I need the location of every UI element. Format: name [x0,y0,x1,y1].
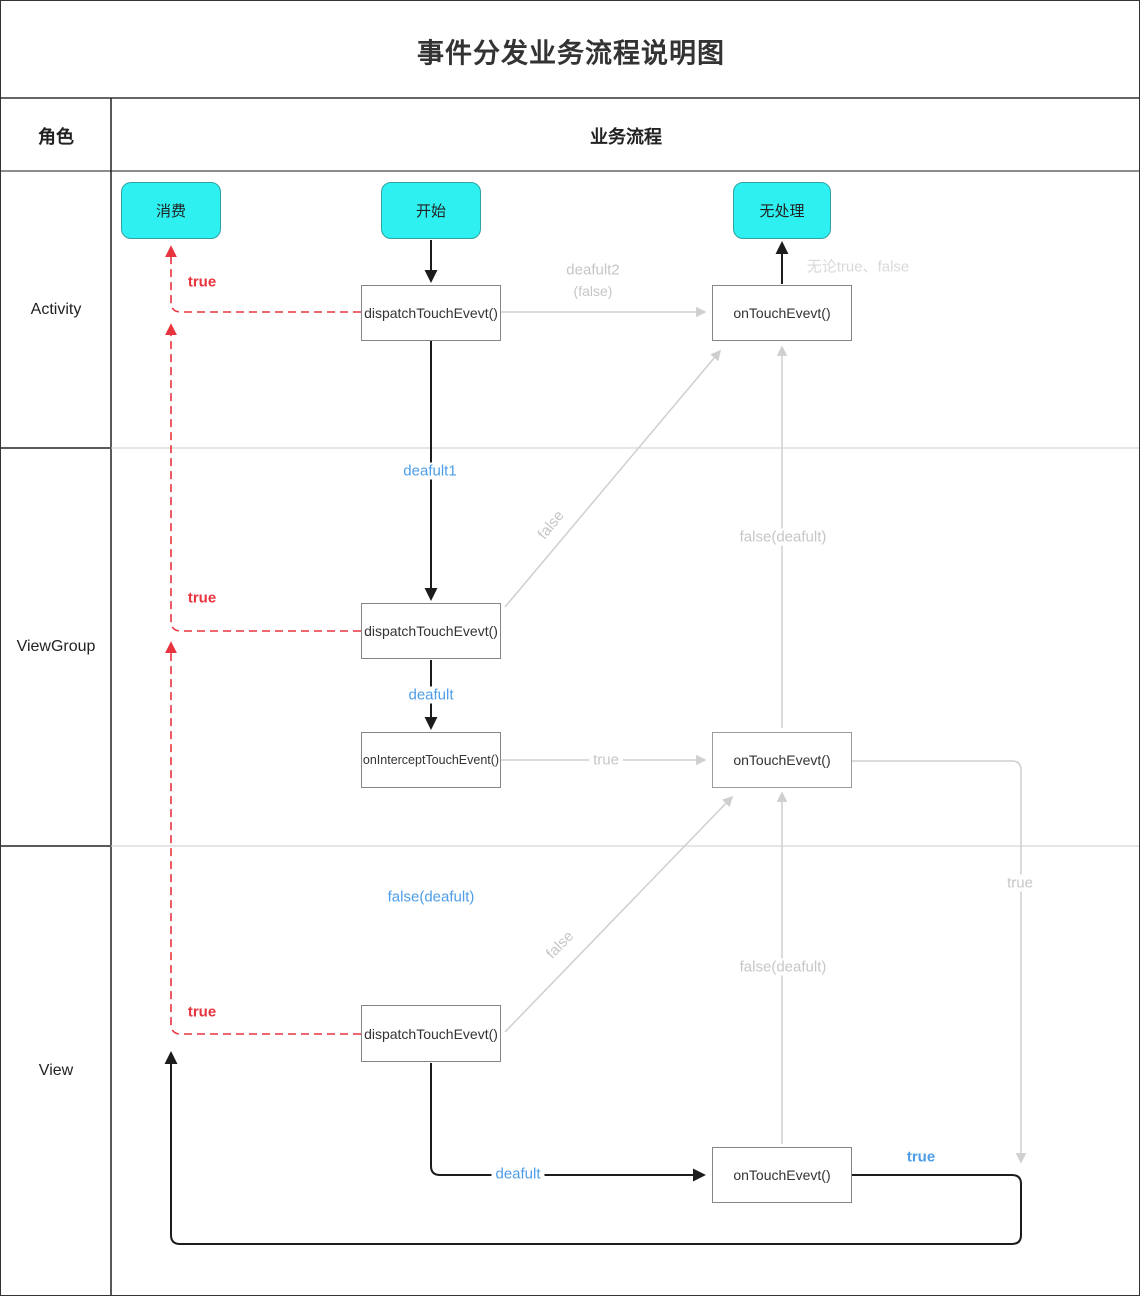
column-header-flow: 业务流程 [590,127,662,147]
lane-label-activity: Activity [30,301,82,318]
edge-label-no-matter-true-false: 无论true、false [806,258,910,276]
column-header-role: 角色 [38,127,74,147]
node-consume: 消费 [121,182,221,239]
edge-label-intercept-true: true [589,751,623,769]
edge-label-right-true: true [1003,874,1037,892]
edge-label-viewgroup-true: true [187,589,217,607]
edge-label-false-deafult-blue: false(deafult) [383,888,479,906]
node-view-dispatchtouchevent: dispatchTouchEvevt() [361,1005,501,1062]
edge-label-activity-true: true [187,273,217,291]
node-viewgroup-onintercepttouchevent: onInterceptTouchEvent() [361,732,501,788]
lane-label-view: View [38,1062,74,1079]
node-view-ontouchevent: onTouchEvevt() [712,1147,852,1203]
node-viewgroup-ontouchevent: onTouchEvevt() [712,732,852,788]
edge-label-deafult-bottom: deafult [491,1165,545,1183]
lane-label-viewgroup: ViewGroup [16,638,96,655]
edge-label-deafult2: deafult2 [566,261,620,279]
edge-label-view-true: true [187,1003,217,1021]
edge-label-false-deafult-bottom: false(deafult) [735,958,831,976]
node-start: 开始 [381,182,481,239]
edge-label-deafult1: deafult1 [399,462,461,480]
node-viewgroup-dispatchtouchevent: dispatchTouchEvevt() [361,603,501,659]
node-no-handle: 无处理 [733,182,831,239]
page-title: 事件分发业务流程说明图 [417,38,725,69]
node-activity-ontouchevent: onTouchEvevt() [712,285,852,341]
edge-label-deafult-mid: deafult [404,686,458,704]
edge-label-bottom-true: true [906,1148,936,1166]
edge-label-deafult2-false: (false) [573,283,613,299]
edge-label-false-deafult-top: false(deafult) [735,528,831,546]
node-activity-dispatchtouchevent: dispatchTouchEvevt() [361,285,501,341]
